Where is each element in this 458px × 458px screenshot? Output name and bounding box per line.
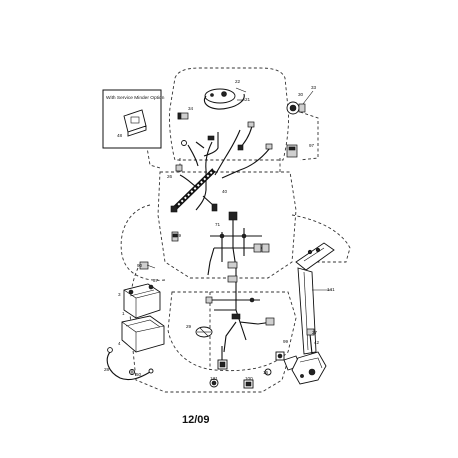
battery-3 <box>123 283 161 319</box>
battery-cable-90 <box>139 261 156 270</box>
label-90: 90 <box>137 263 143 268</box>
switch-99 <box>275 351 285 361</box>
battery-tray-4 <box>121 315 165 353</box>
label-21: 21 <box>245 97 251 102</box>
label-131: 131 <box>210 376 218 381</box>
switch-131 <box>209 346 228 388</box>
pto-bracket-141 <box>295 242 335 355</box>
diagram-date: 12/09 <box>182 414 210 426</box>
label-28: 28 <box>104 367 110 372</box>
label-71: 71 <box>215 222 221 227</box>
interlock-42 <box>291 351 327 385</box>
label-29: 29 <box>186 324 192 329</box>
lower-harness <box>205 290 275 353</box>
center-harness-71 <box>207 211 270 290</box>
label-42: 42 <box>314 340 320 345</box>
plug-100 <box>243 379 254 389</box>
label-4: 4 <box>118 341 121 346</box>
wiring-harness-40 <box>170 121 273 213</box>
label-99: 99 <box>283 339 289 344</box>
label-37: 37 <box>153 278 159 283</box>
connector-34 <box>177 112 189 120</box>
service-minder-module <box>123 109 147 137</box>
label-30: 30 <box>298 92 304 97</box>
screw-50 <box>129 369 135 375</box>
label-22: 22 <box>235 79 241 84</box>
cable-28 <box>106 347 154 381</box>
label-100: 100 <box>245 376 253 381</box>
label-16: 16 <box>263 370 269 375</box>
solenoid-29 <box>195 326 213 338</box>
leader-33 <box>302 90 314 105</box>
seat-switch-19 <box>171 231 179 242</box>
label-19: 19 <box>176 233 182 238</box>
label-27: 27 <box>312 330 318 335</box>
ignition-assembly <box>204 87 247 110</box>
label-26: 26 <box>167 174 173 179</box>
label-50: 50 <box>136 372 142 377</box>
label-34: 34 <box>188 106 194 111</box>
relay-97 <box>286 144 298 158</box>
label-97: 97 <box>309 143 315 148</box>
label-33: 33 <box>311 85 317 90</box>
label-141: 141 <box>327 287 335 292</box>
light-switch-30 <box>286 101 306 115</box>
label-48: 48 <box>117 133 123 138</box>
service-minder-inset: With Service Minder Option 48 <box>102 89 165 149</box>
label-3: 3 <box>118 292 121 297</box>
label-40: 40 <box>222 189 228 194</box>
inset-title: With Service Minder Option <box>106 95 165 101</box>
label-1: 1 <box>122 311 125 316</box>
switch-27 <box>306 328 315 355</box>
